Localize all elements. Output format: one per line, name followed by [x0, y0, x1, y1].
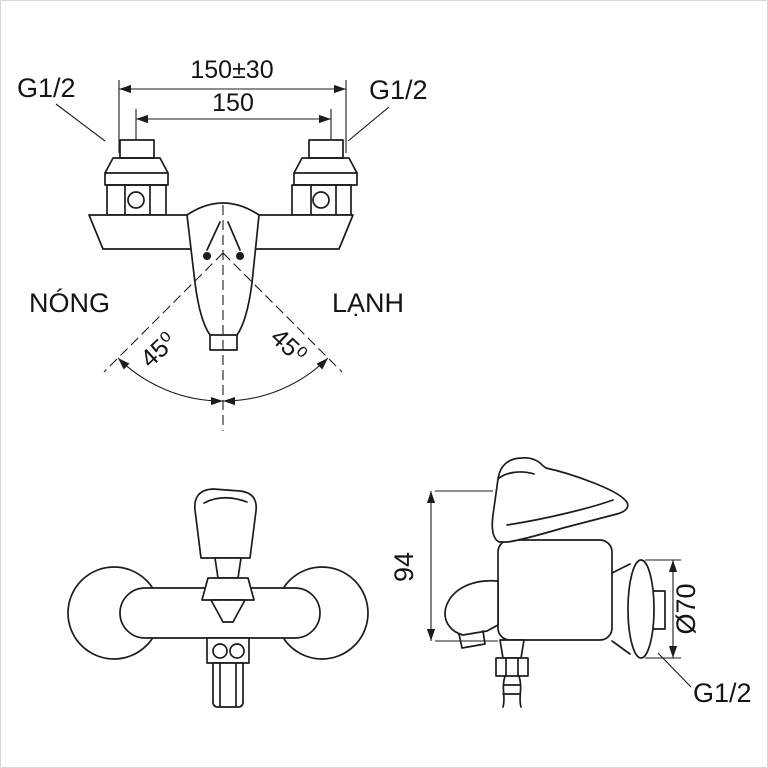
radius-line-left [103, 252, 224, 373]
handle-pivot-dot-right [236, 252, 244, 260]
g12-bottom-label: G1/2 [693, 678, 752, 708]
spout-front [206, 637, 250, 708]
g12-right-label: G1/2 [369, 75, 428, 105]
right-wall-fitting [291, 139, 358, 216]
spout-screw-right [229, 643, 245, 659]
dimension-span-tolerance: 150±30 [119, 56, 346, 94]
angle-right-label: 45⁰ [265, 323, 312, 369]
wall-flange [627, 559, 655, 659]
dimension-span: 150 [136, 89, 331, 124]
hose-nut [495, 657, 529, 677]
dimension-height: 94 [389, 490, 498, 642]
cold-label: LẠNH [332, 288, 404, 318]
swing-arc-right [222, 357, 329, 406]
left-wall-fitting [104, 139, 169, 216]
handle-pivot-dot-left [203, 252, 211, 260]
dimension-flange-diameter: Ø70 [645, 559, 701, 659]
wall-flange-assembly [611, 559, 666, 659]
lever-handle [193, 488, 258, 559]
body-side [497, 539, 613, 641]
swing-arc-left [117, 357, 224, 406]
spout-side [444, 579, 499, 649]
thread-label-right: G1/2 [347, 75, 428, 142]
lever-handle-side [491, 457, 629, 543]
thread-label-left: G1/2 [17, 73, 106, 142]
bottom-front-view [67, 488, 369, 708]
handle-neck [214, 557, 242, 579]
cartridge-dome [201, 577, 255, 601]
top-front-view: 150±30 150 G1/2 G1/2 [17, 56, 428, 431]
dim-94-label: 94 [389, 552, 419, 582]
side-view: 94 Ø70 [389, 457, 752, 708]
shower-hose-outlet [495, 639, 529, 708]
dim-150-label: 150 [212, 89, 254, 117]
g12-left-label: G1/2 [17, 73, 76, 103]
hot-label: NÓNG [29, 287, 110, 318]
diverter-knob [210, 599, 246, 623]
radius-line-right [222, 252, 343, 373]
thread-label-bottom: G1/2 [657, 652, 752, 708]
spout-screw-left [212, 643, 228, 659]
dim-70-label: Ø70 [671, 583, 701, 634]
dim-150-30-label: 150±30 [190, 56, 273, 84]
